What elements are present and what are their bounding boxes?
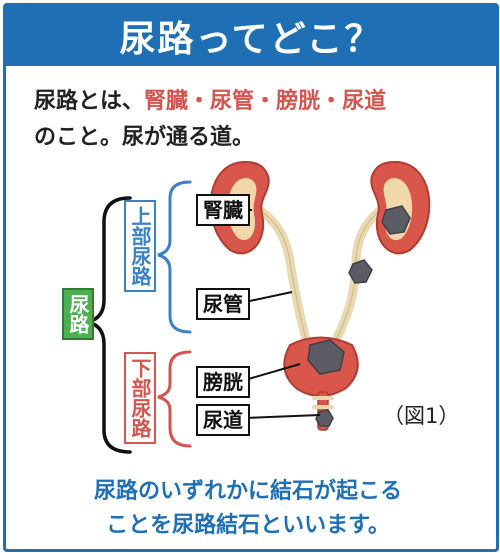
stone-ureter <box>348 259 373 284</box>
bladder-leader <box>244 363 301 381</box>
footer-line-2: ことを尿路結石といいます。 <box>106 513 390 538</box>
info-card: 尿路ってどこ？ 尿路とは、腎臓・尿管・膀胱・尿道 のこと。尿が通る道。 <box>3 3 499 552</box>
lower-brace <box>157 350 192 448</box>
organ-bladder: 膀胱 <box>276 89 321 114</box>
kidney-label: 腎臓 <box>196 194 250 226</box>
urethra-leader <box>244 414 321 419</box>
stone-kidney <box>381 205 411 235</box>
ureter-leader <box>244 291 293 303</box>
intro-prefix: 尿路とは、 <box>34 89 145 114</box>
footer-text: 尿路のいずれかに結石が起こる ことを尿路結石といいます。 <box>3 475 493 543</box>
lower-urinary-tract-label: 下部尿路 <box>124 352 156 444</box>
bladder-label: 膀胱 <box>196 366 250 398</box>
upper-brace <box>157 180 192 334</box>
page-title: 尿路ってどこ？ <box>6 6 496 66</box>
intro-line-2: のこと。尿が通る道。 <box>34 125 255 150</box>
organ-ureter: 尿管 <box>210 89 255 114</box>
left-ureter-outline <box>261 211 307 341</box>
intro-line-1: 尿路とは、腎臓・尿管・膀胱・尿道 <box>34 84 484 120</box>
organ-urethra: 尿道 <box>342 89 387 114</box>
urethra-label: 尿道 <box>196 404 250 436</box>
upper-urinary-tract-label: 上部尿路 <box>124 200 156 292</box>
stone-bladder <box>307 339 345 375</box>
figure-label: （図1） <box>383 404 460 428</box>
separator: ・ <box>254 89 277 114</box>
root-label: 尿路 <box>62 288 94 340</box>
footer-line-1: 尿路のいずれかに結石が起こる <box>93 479 402 504</box>
separator: ・ <box>188 89 211 114</box>
separator: ・ <box>320 89 343 114</box>
organ-kidney: 腎臓 <box>144 89 189 114</box>
intro-text: 尿路とは、腎臓・尿管・膀胱・尿道 のこと。尿が通る道。 <box>34 84 484 156</box>
stone-urethra <box>315 409 334 427</box>
ureter-label: 尿管 <box>196 288 250 320</box>
right-ureter-outline <box>335 211 379 341</box>
left-ureter <box>257 207 311 345</box>
